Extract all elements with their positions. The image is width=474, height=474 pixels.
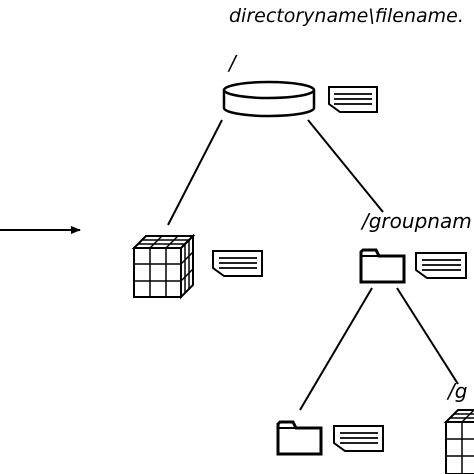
attribute-document-icon [212,250,263,277]
database-icon [222,80,316,118]
attribute-document-icon [415,252,467,279]
folder-icon [359,248,406,284]
cube-grid-icon [443,409,474,474]
folder-icon [276,420,323,456]
attribute-document-icon [328,86,378,113]
edge-group-dataset [396,287,459,385]
path-title: directoryname\filename. [229,5,464,27]
subgroup-path-label: /g [446,379,467,403]
edge-root-dataset [167,119,223,226]
edge-root-group [307,119,384,213]
edge-group-subgroup [299,287,373,411]
attribute-document-icon [333,425,384,452]
root-path-label: / [227,51,238,75]
cube-grid-icon [131,233,196,300]
group-path-label: /groupnam [360,209,472,233]
